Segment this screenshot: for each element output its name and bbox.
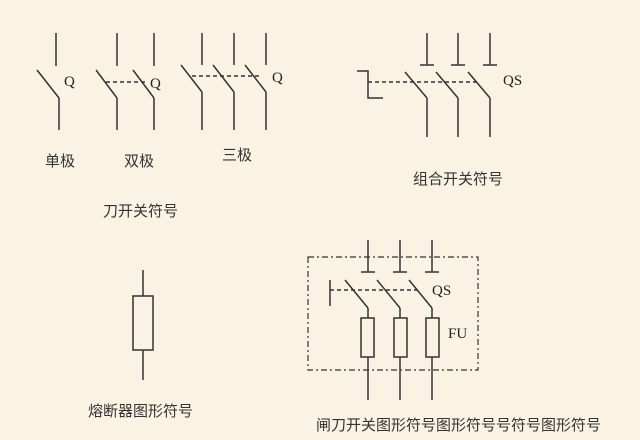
- fuse-switch-qs: QS: [432, 283, 452, 299]
- combo-designator: QS: [503, 73, 523, 89]
- single-pole-switch: [36, 33, 60, 130]
- double-pole-switch: [95, 33, 155, 130]
- double-pole-label: 双极: [124, 152, 155, 170]
- fuse-switch-fu: FU: [448, 326, 468, 342]
- knife-switch-caption: 刀开关符号: [103, 202, 179, 220]
- fuse-caption: 熔断器图形符号: [88, 402, 194, 420]
- combo-switch-caption: 组合开关符号: [413, 170, 504, 188]
- fuse-symbol: [132, 270, 154, 380]
- single-pole-label: 单极: [45, 152, 76, 170]
- single-designator: Q: [64, 74, 75, 90]
- double-designator: Q: [150, 76, 161, 92]
- triple-pole-switch: [180, 33, 267, 130]
- combination-switch: [357, 33, 497, 137]
- fuse-switch-caption: 闸刀开关图形符号图形符号号符号图形符号: [316, 416, 602, 434]
- triple-designator: Q: [272, 70, 283, 86]
- fuse-switch: [307, 240, 479, 400]
- triple-pole-label: 三极: [222, 146, 253, 164]
